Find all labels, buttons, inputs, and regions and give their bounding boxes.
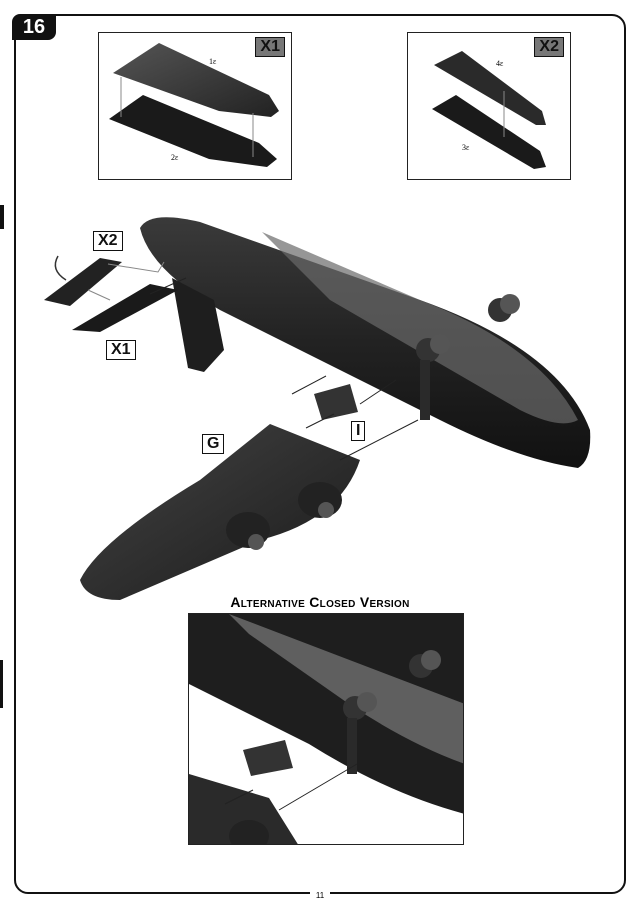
stabilizer-parts-illustration [109, 43, 279, 167]
alternative-version-title: Alternative Closed Version [230, 594, 410, 610]
tag-g: G [202, 434, 225, 454]
part-number-label: 1ε [209, 57, 217, 66]
tag-i: I [351, 421, 366, 441]
tag-x2-main: X2 [93, 231, 123, 251]
page-number: 11 [0, 891, 640, 900]
binding-mark [0, 205, 4, 229]
part-number-label: 3ε [462, 143, 470, 152]
tag-x1-main: X1 [106, 340, 136, 360]
binding-mark [0, 660, 3, 708]
inset-alternative-closed [188, 613, 464, 845]
part-number-label: 2ε [171, 153, 179, 162]
inset-x2: X2 4ε 3ε [407, 32, 571, 180]
tag-x2: X2 [534, 37, 564, 57]
stabilizer-parts-illustration [432, 51, 546, 169]
step-number-badge: 16 [12, 14, 56, 40]
tag-x1: X1 [255, 37, 285, 57]
inset-x1: X1 1ε 2ε [98, 32, 292, 180]
closed-gear-illustration [189, 614, 463, 844]
fuselage-assembly-illustration [44, 217, 591, 600]
part-number-label: 4ε [496, 59, 504, 68]
